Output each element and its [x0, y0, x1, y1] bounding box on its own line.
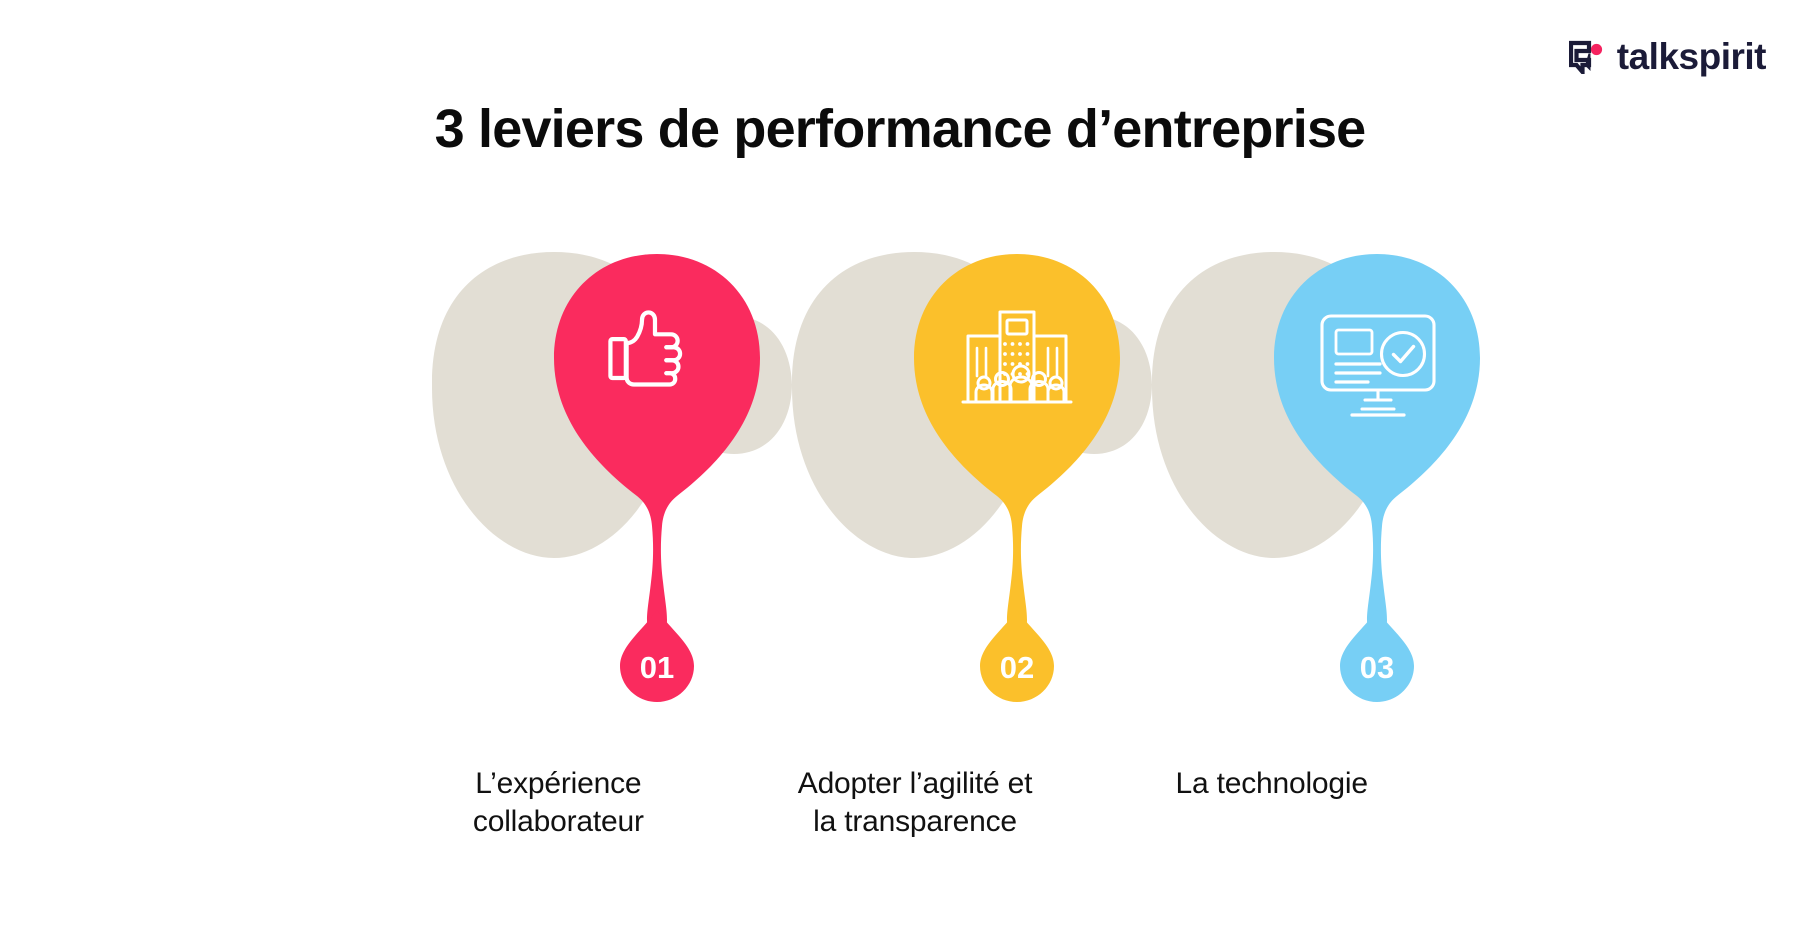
lever-number-1: 01 — [640, 650, 674, 685]
lever-caption-1-line2: collaborateur — [472, 805, 644, 839]
lever-number-2: 02 — [1000, 650, 1034, 685]
lever-caption-2-line1: Adopter l’agilité et — [797, 767, 1033, 800]
lever-pin-1-shape — [554, 254, 760, 650]
blob-background — [432, 252, 1395, 558]
lever-caption-2: Adopter l’agilité et la transparence — [737, 765, 1094, 875]
lever-caption-3-line1: La technologie — [1175, 767, 1368, 800]
lever-number-3: 03 — [1360, 650, 1394, 685]
lever-pin-2-shape — [914, 254, 1120, 650]
page-title: 3 leviers de performance d’entreprise — [434, 99, 1367, 159]
lever-pin-3[interactable] — [1274, 254, 1480, 702]
brand-logo: talkspirit — [1568, 36, 1767, 77]
brand-dot-icon — [1590, 43, 1602, 55]
lever-pin-2[interactable] — [914, 254, 1120, 702]
lever-captions: L’expérience collaborateur Adopter l’agi… — [380, 765, 1450, 875]
lever-pin-3-shape — [1274, 254, 1480, 650]
office-building-people-icon — [961, 310, 1073, 404]
lever-pin-1-badge — [620, 610, 694, 702]
brand-name: talkspirit — [1616, 36, 1767, 77]
lever-caption-3: La technologie — [1093, 765, 1450, 875]
levers-diagram: 01 02 03 — [380, 252, 1480, 748]
speech-bubble-icon — [1568, 40, 1602, 74]
monitor-checkmark-icon — [1320, 314, 1436, 417]
thumbs-up-icon — [608, 310, 683, 387]
lever-pin-2-badge — [980, 610, 1054, 702]
lever-caption-1-line1: L’expérience — [475, 767, 642, 800]
lever-caption-1: L’expérience collaborateur — [380, 765, 737, 875]
lever-pin-1[interactable] — [554, 254, 760, 702]
lever-pin-3-badge — [1340, 610, 1414, 702]
lever-caption-2-line2: la transparence — [813, 805, 1017, 839]
